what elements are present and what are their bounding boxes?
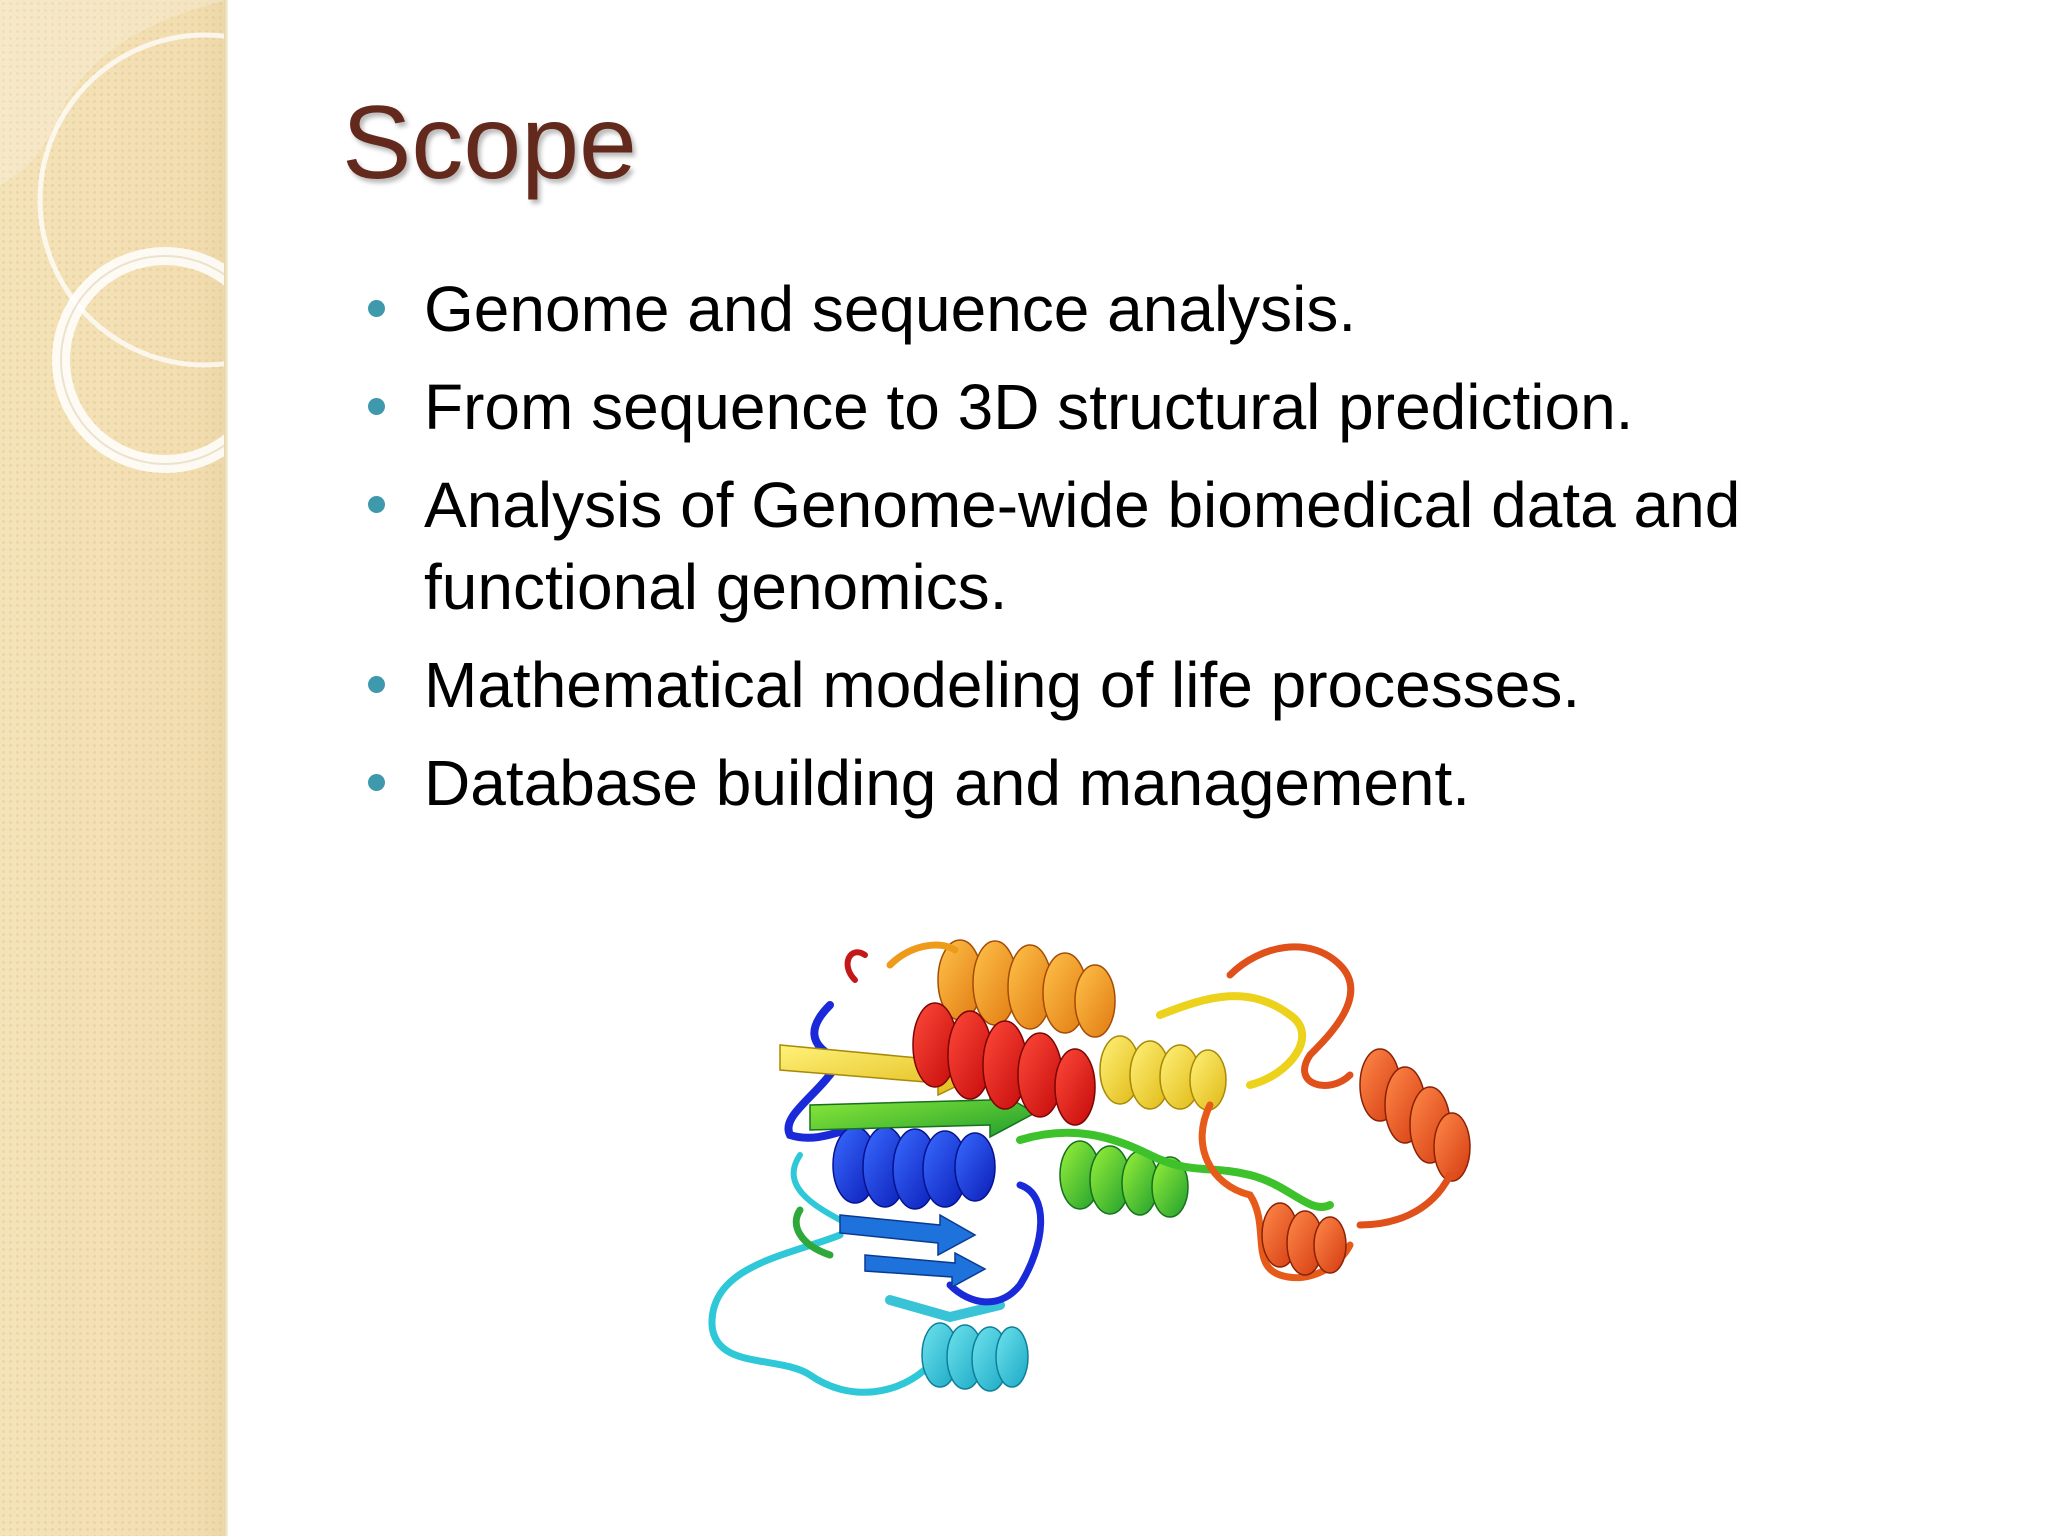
bullet-item: Mathematical modeling of life processes. <box>360 644 1920 726</box>
bullet-dot-icon <box>368 496 385 513</box>
bullet-item: Database building and management. <box>360 742 1920 824</box>
slide-title: Scope <box>342 85 637 201</box>
side-panel-edge <box>224 0 228 1536</box>
bullet-dot-icon <box>368 300 385 317</box>
bullet-item: Genome and sequence analysis. <box>360 268 1920 350</box>
bullet-item: Analysis of Genome-wide biomedical data … <box>360 464 1920 628</box>
bullet-text: From sequence to 3D structural predictio… <box>424 371 1634 443</box>
protein-structure-icon <box>708 939 1471 1396</box>
bullet-text: Genome and sequence analysis. <box>424 273 1357 345</box>
bullet-dot-icon <box>368 398 385 415</box>
decorative-rings-icon <box>0 0 228 473</box>
side-decorative-panel <box>0 0 228 1536</box>
bullet-list: Genome and sequence analysis. From seque… <box>360 268 1920 840</box>
bullet-dot-icon <box>368 676 385 693</box>
bullet-text: Analysis of Genome-wide biomedical data … <box>424 469 1741 623</box>
bullet-item: From sequence to 3D structural predictio… <box>360 366 1920 448</box>
bullet-dot-icon <box>368 774 385 791</box>
bullet-text: Database building and management. <box>424 747 1471 819</box>
bullet-text: Mathematical modeling of life processes. <box>424 649 1581 721</box>
